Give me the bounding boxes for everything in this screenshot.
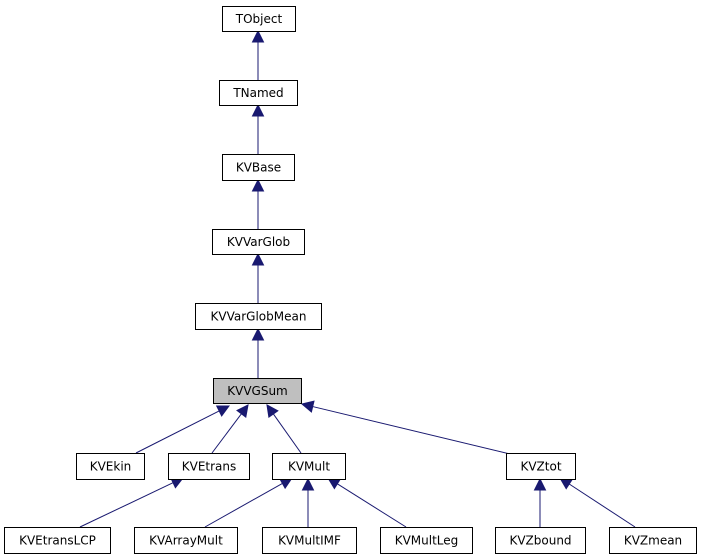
edge-line bbox=[79, 482, 174, 528]
class-box bbox=[222, 154, 295, 181]
class-node-kvmult[interactable]: KVMult bbox=[272, 453, 346, 480]
edge-kvzbound-to-kvztot bbox=[533, 477, 547, 527]
arrowhead-icon bbox=[215, 405, 230, 417]
class-box bbox=[212, 229, 305, 255]
class-label: KVVarGlob bbox=[227, 235, 290, 249]
class-label: KVArrayMult bbox=[149, 534, 223, 548]
class-label: KVVGSum bbox=[227, 384, 288, 398]
arrowhead-icon bbox=[251, 29, 265, 43]
edge-kvvarglob-to-kvbase bbox=[251, 178, 265, 229]
arrowhead-icon bbox=[251, 252, 265, 266]
class-label: TObject bbox=[235, 12, 283, 26]
class-label: KVZmean bbox=[624, 534, 682, 548]
edge-kvvgsum-to-kvvarglobmean bbox=[251, 327, 265, 378]
class-box bbox=[262, 527, 357, 554]
class-label: KVMult bbox=[288, 460, 330, 474]
edge-line bbox=[312, 406, 511, 455]
arrowhead-icon bbox=[236, 404, 249, 418]
arrowhead-icon bbox=[251, 327, 265, 341]
class-node-kvmultleg[interactable]: KVMultLeg bbox=[380, 527, 473, 554]
class-node-kvbase[interactable]: KVBase bbox=[222, 154, 295, 181]
arrowhead-icon bbox=[533, 477, 547, 491]
class-label: TNamed bbox=[232, 86, 283, 100]
class-node-kvekin[interactable]: KVEkin bbox=[76, 453, 145, 480]
class-box bbox=[168, 453, 250, 480]
edge-kvmultleg-to-kvmult bbox=[327, 477, 407, 528]
class-box bbox=[76, 453, 145, 480]
class-node-tnamed[interactable]: TNamed bbox=[219, 80, 298, 106]
class-node-kvvarglob[interactable]: KVVarGlob bbox=[212, 229, 305, 255]
class-label: KVMultIMF bbox=[278, 534, 341, 548]
arrowhead-icon bbox=[300, 400, 315, 413]
class-node-kvzbound[interactable]: KVZbound bbox=[495, 527, 586, 554]
arrowhead-icon bbox=[251, 178, 265, 192]
class-box bbox=[4, 527, 111, 554]
class-label: KVZbound bbox=[509, 534, 571, 548]
edge-kvzmean-to-kvztot bbox=[559, 477, 636, 528]
class-label: KVVarGlobMean bbox=[211, 310, 307, 324]
class-nodes: TObjectTNamedKVBaseKVVarGlobKVVarGlobMea… bbox=[4, 6, 697, 554]
class-label: KVEtransLCP bbox=[19, 534, 96, 548]
class-node-kvetranslcp[interactable]: KVEtransLCP bbox=[4, 527, 111, 554]
inheritance-edges bbox=[79, 29, 636, 528]
class-label: KVMultLeg bbox=[395, 534, 459, 548]
class-box bbox=[506, 453, 576, 480]
edge-kvbase-to-tnamed bbox=[251, 103, 265, 154]
edge-kvztot-to-kvvgsum bbox=[300, 400, 511, 455]
edge-line bbox=[568, 483, 636, 528]
class-label: KVEkin bbox=[90, 460, 132, 474]
edge-line bbox=[135, 410, 220, 454]
edge-tnamed-to-tobject bbox=[251, 29, 265, 80]
edge-kvmult-to-kvvgsum bbox=[266, 404, 302, 454]
class-box bbox=[272, 453, 346, 480]
edge-kvmultimf-to-kvmult bbox=[301, 477, 315, 527]
class-node-kvmultimf[interactable]: KVMultIMF bbox=[262, 527, 357, 554]
arrowhead-icon bbox=[266, 404, 279, 419]
class-node-kvvgsum: KVVGSum bbox=[213, 378, 302, 404]
arrowhead-icon bbox=[301, 477, 315, 491]
class-node-tobject[interactable]: TObject bbox=[222, 6, 296, 32]
class-node-kvetrans[interactable]: KVEtrans bbox=[168, 453, 250, 480]
class-box bbox=[495, 527, 586, 554]
edge-kvetrans-to-kvvgsum bbox=[211, 404, 249, 454]
class-label: KVBase bbox=[236, 161, 281, 175]
class-box bbox=[219, 80, 298, 106]
edge-kvetranslcp-to-kvetrans bbox=[79, 477, 185, 528]
class-box bbox=[213, 378, 302, 404]
edge-line bbox=[204, 482, 283, 528]
edge-line bbox=[337, 483, 407, 528]
edge-kvarraymult-to-kvmult bbox=[204, 477, 293, 528]
class-node-kvzmean[interactable]: KVZmean bbox=[609, 527, 697, 554]
class-box bbox=[134, 527, 238, 554]
class-node-kvvarglobmean[interactable]: KVVarGlobMean bbox=[195, 303, 322, 330]
class-node-kvztot[interactable]: KVZtot bbox=[506, 453, 576, 480]
class-label: KVEtrans bbox=[182, 460, 237, 474]
class-box bbox=[380, 527, 473, 554]
edge-kvvarglobmean-to-kvvarglob bbox=[251, 252, 265, 303]
class-box bbox=[609, 527, 697, 554]
edge-line bbox=[211, 413, 242, 454]
class-box bbox=[222, 6, 296, 32]
class-box bbox=[195, 303, 322, 330]
arrowhead-icon bbox=[251, 103, 265, 117]
edge-kvekin-to-kvvgsum bbox=[135, 405, 230, 454]
edge-line bbox=[272, 413, 302, 454]
class-label: KVZtot bbox=[520, 460, 561, 474]
class-node-kvarraymult[interactable]: KVArrayMult bbox=[134, 527, 238, 554]
